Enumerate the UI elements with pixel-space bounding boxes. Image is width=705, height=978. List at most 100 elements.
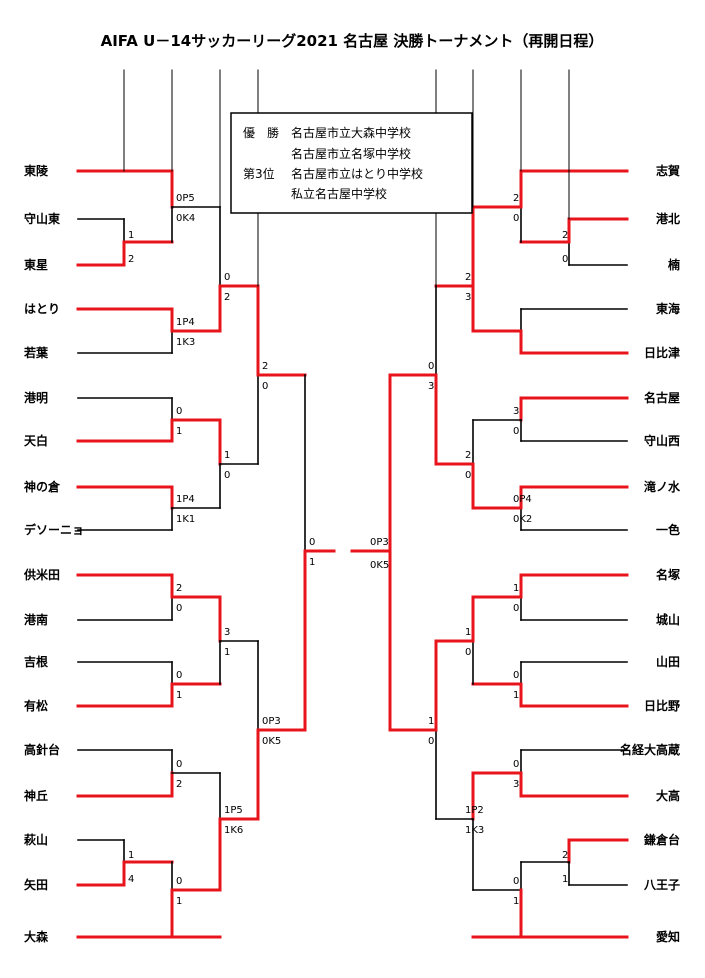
right-team-name: 八王子 xyxy=(643,878,680,892)
results-box: 優 勝 名古屋市立大森中学校 名古屋市立名塚中学校 第3位 名古屋市立はとり中学… xyxy=(230,112,473,214)
right-team-name: 楠 xyxy=(668,257,680,272)
score: 1P4 xyxy=(176,317,195,328)
left-team-name: 大森 xyxy=(24,929,49,944)
score: 2 xyxy=(562,230,568,241)
score: 0 xyxy=(224,470,230,481)
score: 1K6 xyxy=(224,825,243,836)
left-team-name: 東陵 xyxy=(24,163,49,178)
score: 3 xyxy=(428,381,434,392)
third-place-2: 私立名古屋中学校 xyxy=(291,186,387,201)
score: 1 xyxy=(465,627,471,638)
right-team-name: 東海 xyxy=(656,301,680,316)
right-team-name: 城山 xyxy=(656,612,680,627)
score: 2 xyxy=(513,193,519,204)
left-team-name: 神の倉 xyxy=(24,479,61,494)
score: 0 xyxy=(562,254,568,265)
left-team-name: はとり xyxy=(24,302,60,316)
score: 3 xyxy=(465,292,471,303)
score: 0P4 xyxy=(513,494,532,505)
score: 1 xyxy=(176,690,182,701)
right-team-name: 山田 xyxy=(656,654,680,669)
score: 2 xyxy=(224,292,230,303)
right-team-name: 港北 xyxy=(656,211,680,226)
score: 0K5 xyxy=(370,560,389,571)
page-title: AIFA U－14サッカーリーグ2021 名古屋 決勝トーナメント（再開日程） xyxy=(101,32,604,50)
left-team-name: 天白 xyxy=(24,433,48,448)
left-team-name: 吉根 xyxy=(24,654,48,669)
score: 1 xyxy=(176,896,182,907)
right-team-name: 大高 xyxy=(656,788,680,803)
score: 0 xyxy=(513,426,519,437)
score: 2 xyxy=(262,361,268,372)
score: 1 xyxy=(176,426,182,437)
third-place-label: 第3位 xyxy=(243,166,275,181)
score: 2 xyxy=(128,254,134,265)
score: 1K3 xyxy=(176,337,195,348)
score-labels: 12140P50K41P41K3011P41K1200102010210311P… xyxy=(128,193,568,907)
left-team-name: 若葉 xyxy=(23,345,49,360)
score: 0 xyxy=(176,603,182,614)
right-team-name: 日比津 xyxy=(644,345,680,360)
left-team-name: 矢田 xyxy=(24,877,48,892)
score: 0 xyxy=(465,470,471,481)
score: 3 xyxy=(224,627,230,638)
score: 0 xyxy=(176,759,182,770)
score: 2 xyxy=(465,272,471,283)
score: 1K1 xyxy=(176,514,195,525)
score: 1 xyxy=(128,850,134,861)
left-team-name: 神丘 xyxy=(24,788,48,803)
score: 0 xyxy=(309,537,315,548)
right-team-name: 一色 xyxy=(656,522,680,537)
score: 0 xyxy=(262,381,268,392)
score: 2 xyxy=(465,450,471,461)
score: 3 xyxy=(513,779,519,790)
right-team-name: 守山西 xyxy=(644,433,680,448)
score: 1 xyxy=(224,647,230,658)
score: 4 xyxy=(128,874,134,885)
champion-label: 優 勝 xyxy=(243,125,279,140)
score: 1 xyxy=(513,690,519,701)
left-team-name: 東星 xyxy=(24,257,48,272)
left-team-name: 高針台 xyxy=(24,742,60,757)
right-team-name: 名塚 xyxy=(656,567,680,582)
right-team-name: 名経大高蔵 xyxy=(620,742,680,757)
score: 0 xyxy=(513,213,519,224)
score: 0 xyxy=(176,670,182,681)
score: 0 xyxy=(176,406,182,417)
score: 1P4 xyxy=(176,494,195,505)
left-team-name: 守山東 xyxy=(24,211,60,226)
score: 1 xyxy=(562,874,568,885)
score: 1 xyxy=(513,583,519,594)
right-team-name: 名古屋 xyxy=(644,390,680,405)
score: 1P5 xyxy=(224,805,243,816)
score: 0P3 xyxy=(370,537,389,548)
left-team-name: 供米田 xyxy=(23,567,60,582)
bracket-lines xyxy=(76,69,629,939)
score: 0K5 xyxy=(262,736,281,747)
score: 1 xyxy=(224,450,230,461)
score: 0 xyxy=(428,736,434,747)
score: 0K4 xyxy=(176,213,195,224)
score: 1K3 xyxy=(465,825,484,836)
score: 0P3 xyxy=(262,716,281,727)
right-team-name: 志賀 xyxy=(656,163,680,178)
score: 1P2 xyxy=(465,805,484,816)
champion-1: 名古屋市立大森中学校 xyxy=(291,125,411,140)
right-team-name: 愛知 xyxy=(656,929,680,944)
left-team-name: 港南 xyxy=(24,612,48,627)
score: 0 xyxy=(513,876,519,887)
left-team-name: 有松 xyxy=(24,698,48,713)
score: 0 xyxy=(513,759,519,770)
score: 0K2 xyxy=(513,514,532,525)
score: 0 xyxy=(465,647,471,658)
score: 2 xyxy=(176,779,182,790)
score: 1 xyxy=(309,557,315,568)
score: 1 xyxy=(513,896,519,907)
left-team-name: 萩山 xyxy=(23,832,48,847)
third-place-1: 名古屋市立はとり中学校 xyxy=(291,166,423,181)
score: 3 xyxy=(513,406,519,417)
left-team-name: デソーニョ xyxy=(24,522,84,537)
right-team-name: 鎌倉台 xyxy=(643,832,680,847)
score: 1 xyxy=(428,716,434,727)
